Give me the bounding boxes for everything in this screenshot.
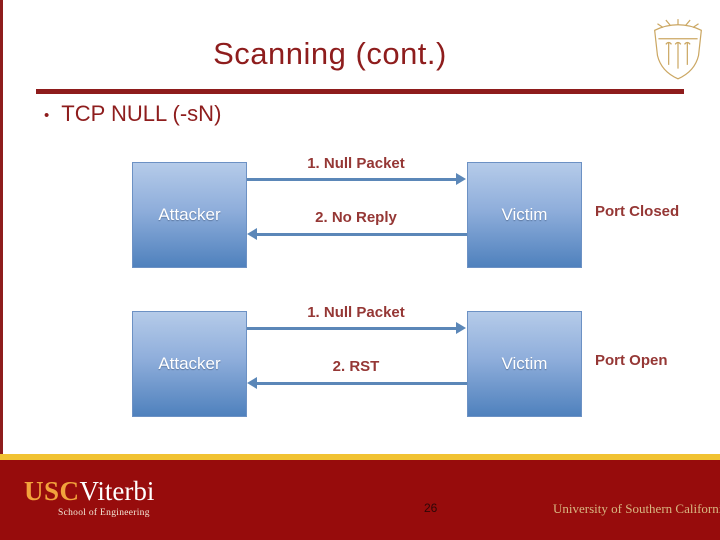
left-border-strip bbox=[0, 0, 3, 540]
bullet-item: • TCP NULL (-sN) bbox=[44, 101, 221, 127]
university-name: University of Southern California bbox=[553, 501, 720, 516]
arrow-null-packet bbox=[247, 327, 459, 330]
page-number: 26 bbox=[424, 501, 438, 515]
footer-gold-stripe bbox=[0, 454, 720, 460]
victim-box: Victim bbox=[467, 311, 582, 417]
logo-subtitle: School of Engineering bbox=[58, 508, 150, 518]
arrow-label-no-reply: 2. No Reply bbox=[315, 209, 397, 226]
arrow-label-null-packet: 1. Null Packet bbox=[307, 155, 405, 172]
diagram-port-closed: Attacker Victim 1. Null Packet 2. No Rep… bbox=[0, 155, 720, 268]
attacker-box: Attacker bbox=[132, 162, 247, 268]
port-status-label: Port Closed bbox=[595, 203, 680, 220]
usc-shield-icon bbox=[654, 19, 702, 80]
attacker-box: Attacker bbox=[132, 311, 247, 417]
logo-usc-text: USC bbox=[24, 476, 80, 506]
bullet-icon: • bbox=[44, 106, 50, 124]
title-divider bbox=[36, 89, 684, 94]
slide-title: Scanning (cont.) bbox=[213, 36, 447, 71]
arrow-no-reply bbox=[256, 233, 467, 236]
victim-box: Victim bbox=[467, 162, 582, 268]
footer: USCViterbi School of Engineering 26 Univ… bbox=[0, 460, 720, 540]
arrow-label-rst: 2. RST bbox=[332, 358, 380, 375]
arrow-left-head-icon bbox=[247, 228, 257, 240]
logo-viterbi-text: Viterbi bbox=[79, 476, 155, 506]
port-status-label: Port Open bbox=[595, 352, 668, 369]
arrow-rst bbox=[256, 382, 467, 385]
arrow-right-head-icon bbox=[456, 322, 466, 334]
bullet-text: TCP NULL (-sN) bbox=[61, 101, 222, 126]
arrow-left-head-icon bbox=[247, 377, 257, 389]
arrow-label-null-packet: 1. Null Packet bbox=[307, 304, 405, 321]
arrow-right-head-icon bbox=[456, 173, 466, 185]
usc-viterbi-logo: USCViterbi bbox=[24, 478, 154, 505]
diagram-port-open: Attacker Victim 1. Null Packet 2. RST Po… bbox=[0, 304, 720, 417]
arrow-null-packet bbox=[247, 178, 459, 181]
